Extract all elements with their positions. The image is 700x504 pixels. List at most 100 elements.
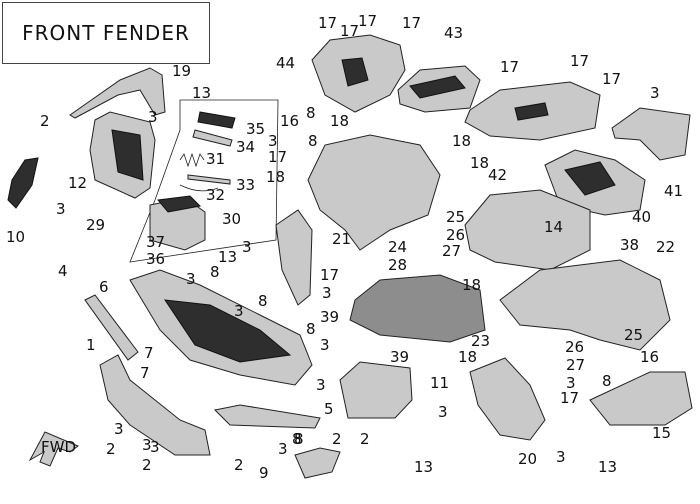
part-10-bracket [7,157,39,209]
part-23-frame-tray [349,274,486,343]
callout-label: 40 [632,208,651,226]
callout-label: 8 [306,104,316,122]
callout-label: 17 [318,14,337,32]
fwd-label-group: FWD [41,438,76,456]
callout-label: 3 [234,302,244,320]
callout-label: 18 [462,276,481,294]
callout-label: 14 [544,218,563,236]
callout-label: 28 [388,256,407,274]
callout-label: 41 [664,182,683,200]
callout-label: 26 [446,226,465,244]
part-34-strip [192,129,233,147]
callout-label: 16 [280,112,299,130]
callout-label: 32 [206,186,225,204]
callout-label: 3 [320,336,330,354]
callout-label: 18 [452,132,471,150]
callout-label: 13 [414,458,433,476]
callout-label: 15 [652,424,671,442]
callout-label: 7 [144,344,154,362]
part-30-lid [157,195,202,213]
callout-label: 3 [316,376,326,394]
callout-label: 19 [172,62,191,80]
callout-label: 3 [556,448,566,466]
callout-label: 3 [114,420,124,438]
callout-label: 44 [276,54,295,72]
callout-label: 23 [471,332,490,350]
part-44-vent [341,57,369,87]
callout-label: 5 [324,400,334,418]
callout-label: 25 [624,326,643,344]
callout-label: 3 [278,440,288,458]
callout-label: 2 [234,456,244,474]
callout-label: 1 [86,336,96,354]
callout-label: 38 [620,236,639,254]
callout-label: 21 [332,230,351,248]
callout-label: 3 [56,200,66,218]
callout-label: 3 [242,238,252,256]
callout-label: 27 [566,356,585,374]
part-20-mud-guard [469,357,546,441]
callout-label: 2 [40,112,50,130]
callout-label: 33 [236,176,255,194]
callout-label: 3 [186,270,196,288]
callout-label: 3 [322,284,332,302]
callout-label: 18 [458,348,477,366]
callout-label: 13 [598,458,617,476]
callout-label: 8 [306,320,316,338]
part-40-lens [564,161,616,196]
callout-label: 8 [602,372,612,390]
callout-label: 8 [294,430,304,448]
title-box: FRONT FENDER [2,2,210,64]
diagram-title: FRONT FENDER [22,21,190,45]
callout-label: 16 [640,348,659,366]
callout-label: 30 [222,210,241,228]
callout-label: 43 [444,24,463,42]
callout-label: 17 [560,389,579,407]
callout-label: 8 [210,263,220,281]
part-11-side-cover [339,361,413,419]
part-42-slot [514,102,549,121]
callout-label: 36 [146,250,165,268]
part-5-strip [213,404,321,429]
callout-label: 3 [150,438,160,456]
subassembly-outline [129,99,279,263]
callout-label: 17 [602,70,621,88]
callout-label: 34 [236,138,255,156]
callout-label: 13 [192,84,211,102]
callout-label: 22 [656,238,675,256]
part-31-spring [179,152,205,168]
part-41-rack [611,107,691,161]
callout-label: 24 [388,238,407,256]
callout-label: 2 [360,430,370,448]
callout-label: 7 [140,364,150,382]
callout-label: 8 [258,292,268,310]
callout-label: 11 [430,374,449,392]
callout-label: 2 [332,430,342,448]
callout-label: 27 [442,242,461,260]
callout-label: 8 [292,430,302,448]
fwd-arrow-shape [28,431,79,467]
callout-label: 6 [99,278,109,296]
callout-label: 2 [142,456,152,474]
callout-label: 4 [58,262,68,280]
callout-label: 20 [518,450,537,468]
callout-label: 17 [358,12,377,30]
part-22-rear-fender [499,259,671,351]
callout-label: 3 [566,374,576,392]
part-35-strip [197,111,236,129]
callout-label: 17 [500,58,519,76]
part-18-center-fender [307,134,441,251]
callout-label: 10 [6,228,25,246]
callout-label: 39 [320,308,339,326]
part-15-rear-side [589,371,693,426]
callout-label: 18 [330,112,349,130]
callout-label: 37 [146,233,165,251]
callout-label: 17 [268,148,287,166]
part-12-inner [111,129,144,181]
part-33-rod [187,174,231,185]
callout-label: 39 [390,348,409,366]
callout-label: 2 [106,440,116,458]
